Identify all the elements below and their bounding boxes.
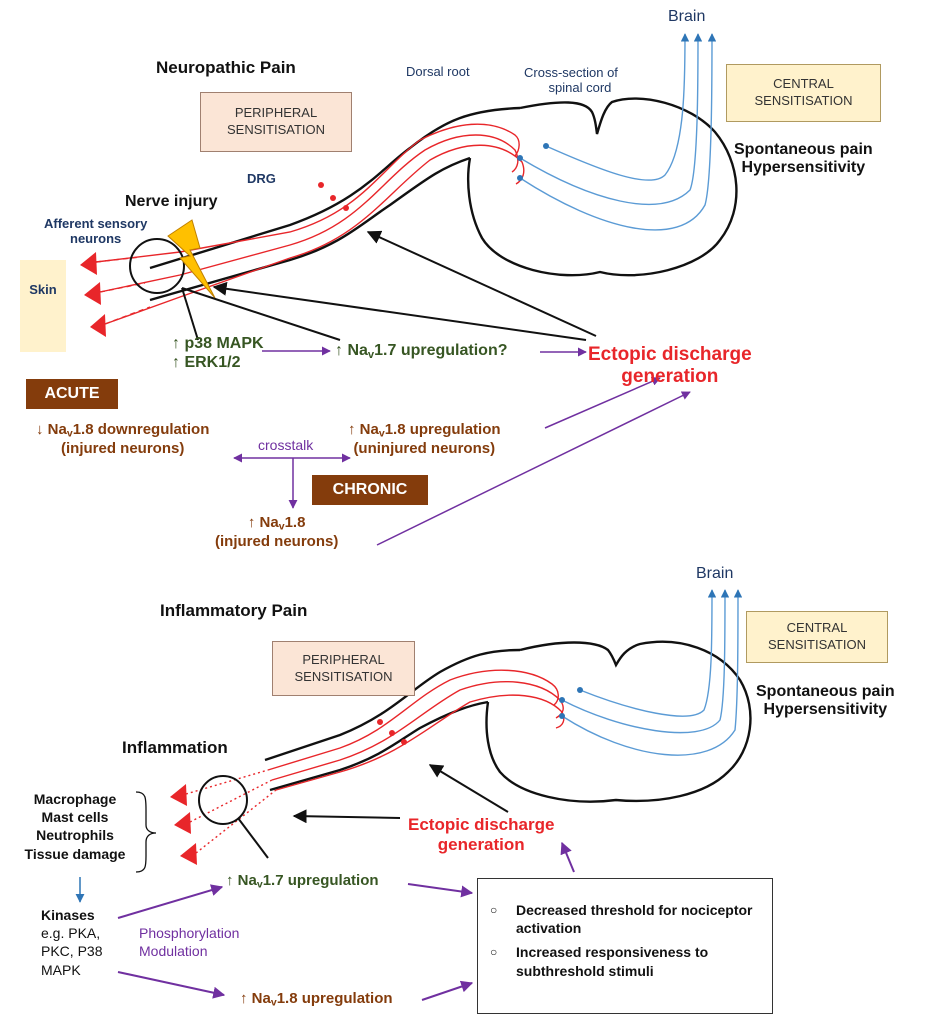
effects-box: ○ Decreased threshold for nociceptor act… bbox=[477, 878, 773, 1014]
lightning-icon bbox=[167, 219, 216, 299]
neuropathic-nerve-endings bbox=[80, 182, 349, 337]
inflammatory-nav18-label: ↑ Nav1.8 upregulation bbox=[240, 990, 393, 1009]
inflammatory-magnifier bbox=[198, 775, 248, 825]
inflammatory-title: Inflammatory Pain bbox=[160, 601, 308, 620]
inflammatory-afferent-dotted bbox=[185, 769, 277, 854]
neuropathic-ascending-tracts bbox=[519, 33, 717, 231]
circle-bullet-icon: ○ bbox=[490, 945, 498, 960]
neuropathic-nav17-label: ↑ Nav1.7 upregulation? bbox=[335, 342, 508, 361]
neuropathic-afferent-fibres bbox=[95, 123, 525, 325]
neuropathic-kinases: ↑ p38 MAPK↑ ERK1/2 bbox=[172, 335, 264, 372]
inflammatory-kinases: Kinases e.g. PKA, PKC, P38 MAPK bbox=[41, 907, 103, 978]
neuropathic-synapse-dots bbox=[517, 143, 549, 181]
circle-bullet-icon: ○ bbox=[490, 903, 498, 917]
inflammatory-ascending-tracts bbox=[561, 589, 743, 756]
inflammatory-nerve-endings bbox=[170, 719, 407, 865]
effect-item: ○ Decreased threshold for nociceptor act… bbox=[490, 902, 753, 937]
dorsal-root-label: Dorsal root bbox=[406, 64, 470, 79]
neuropathic-purple-arrows bbox=[233, 346, 691, 546]
brain-label: Brain bbox=[668, 8, 706, 25]
inflammatory-black-arrows bbox=[237, 764, 509, 859]
nerve-injury-label: Nerve injury bbox=[125, 193, 218, 210]
brain-label-bottom: Brain bbox=[696, 565, 734, 582]
neuropathic-spinal-cord bbox=[466, 97, 738, 277]
nav18-down-label: ↓ Nav1.8 downregulation (injured neurons… bbox=[36, 421, 210, 457]
neuropathic-injury-magnifier bbox=[129, 238, 185, 294]
inflammatory-spinal-cord bbox=[485, 640, 752, 803]
nav18-up-label: ↑ Nav1.8 upregulation (uninjured neurons… bbox=[348, 421, 501, 457]
skin-box: Skin bbox=[20, 260, 66, 352]
inflammatory-afferent-fibres bbox=[267, 669, 565, 791]
effect-item: ○ Increased responsiveness to subthresho… bbox=[490, 944, 709, 979]
crosstalk-label: crosstalk bbox=[258, 437, 314, 453]
acute-box: ACUTE bbox=[26, 379, 118, 409]
inflammatory-nerve-outline bbox=[264, 648, 521, 792]
inflammation-label: Inflammation bbox=[122, 738, 228, 757]
inflammatory-purple-arrows bbox=[117, 841, 575, 1001]
inflammatory-causes: Macrophage Mast cells Neutrophils Tissue… bbox=[24, 791, 126, 862]
nav18-chronic-label: ↑ Nav1.8 (injured neurons) bbox=[215, 514, 339, 550]
inflammatory-nav17-label: ↑ Nav1.7 upregulation bbox=[226, 872, 379, 891]
inflammatory-brace bbox=[135, 791, 157, 873]
neuropathic-afferent-dashes bbox=[95, 256, 151, 325]
inflammatory-synapse-dots bbox=[559, 687, 583, 719]
chronic-box: CHRONIC bbox=[312, 475, 428, 505]
cross-section-label: Cross-section of spinal cord bbox=[524, 65, 618, 95]
neuropathic-title: Neuropathic Pain bbox=[156, 58, 296, 77]
neuropathic-black-arrows bbox=[181, 230, 597, 341]
drg-label: DRG bbox=[247, 171, 276, 186]
